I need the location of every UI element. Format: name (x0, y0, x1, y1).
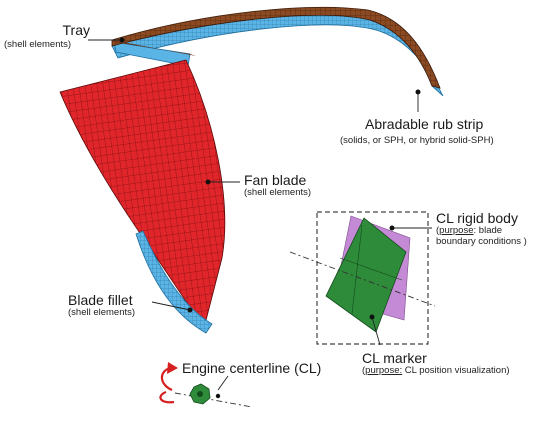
engine-centerline-glyph (159, 362, 253, 408)
tray-label: Tray (46, 22, 90, 38)
rub-strip-sub: (solids, or SPH, or hybrid solid-SPH) (340, 135, 494, 146)
fan-blade-sub: (shell elements) (244, 187, 312, 199)
cl-rigid-body-purpose: purpose (439, 225, 474, 237)
blade-fillet-label: Blade fillet (shell elements) (68, 292, 135, 319)
blade-fillet-title: Blade fillet (68, 292, 133, 308)
cl-marker-sub-rest: CL position visualization) (402, 365, 510, 377)
marker-dots (119, 37, 421, 399)
engine-centerline-label: Engine centerline (CL) (182, 360, 321, 376)
fan-blade (59, 59, 226, 329)
fan-blade-label: Fan blade (shell elements) (244, 172, 311, 199)
tray-sub: (shell elements) (4, 39, 72, 50)
cl-rigid-body-sub: (purpose: blade (436, 225, 503, 237)
rub-strip-label: Abradable rub strip (365, 116, 483, 132)
tray (111, 6, 441, 89)
cl-rigid-body (289, 211, 436, 345)
curved-arrow-head (167, 362, 178, 374)
cl-marker-purpose: purpose: (365, 365, 403, 377)
fan-blade-title: Fan blade (244, 172, 307, 188)
cl-marker-title: CL marker (362, 350, 427, 366)
cl-rigid-body-label: CL rigid body (purpose: blade boundary c… (436, 210, 527, 248)
rub-strip-title: Abradable rub strip (365, 116, 484, 132)
engine-centerline-title: Engine centerline (CL) (182, 360, 322, 376)
blade-fillet (135, 230, 213, 334)
cl-rigid-body-title: CL rigid body (436, 210, 518, 226)
engine-hub-icon (189, 383, 211, 405)
leader-lines (88, 39, 432, 391)
cl-rigid-body-sub-line2: boundary conditions ) (436, 236, 527, 248)
cl-marker-sub: (purpose: CL position visualization) (362, 365, 510, 377)
cl-marker-label: CL marker (purpose: CL position visualiz… (362, 350, 510, 377)
blade-fillet-sub: (shell elements) (68, 307, 136, 319)
tray-title: Tray (62, 22, 90, 38)
cl-rigid-body-sub-line1: : blade (473, 225, 503, 237)
